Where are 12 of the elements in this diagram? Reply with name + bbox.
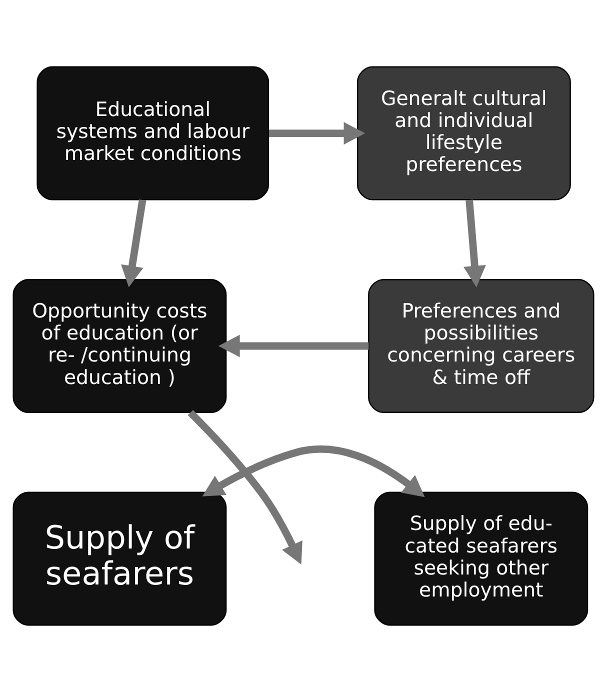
node-box: Educational systems and labour market conditions (36, 66, 270, 200)
node-box: Preferences and possibilities concerning careers & time off (368, 278, 594, 412)
node-box: Opportunity costs of education (or re- /continuing education ) (12, 278, 227, 412)
node-box: Supply of seafarers (12, 491, 227, 626)
node-box: Generalt cultural and individual lifestyle preferences (356, 66, 571, 200)
arrow (218, 334, 369, 357)
arrow (202, 445, 425, 497)
arrow (188, 409, 302, 564)
arrow (268, 122, 366, 144)
node-box: Supply of edu- cated seafarers seeking other employment (374, 491, 588, 626)
arrow (121, 198, 146, 287)
arrow (463, 199, 486, 287)
